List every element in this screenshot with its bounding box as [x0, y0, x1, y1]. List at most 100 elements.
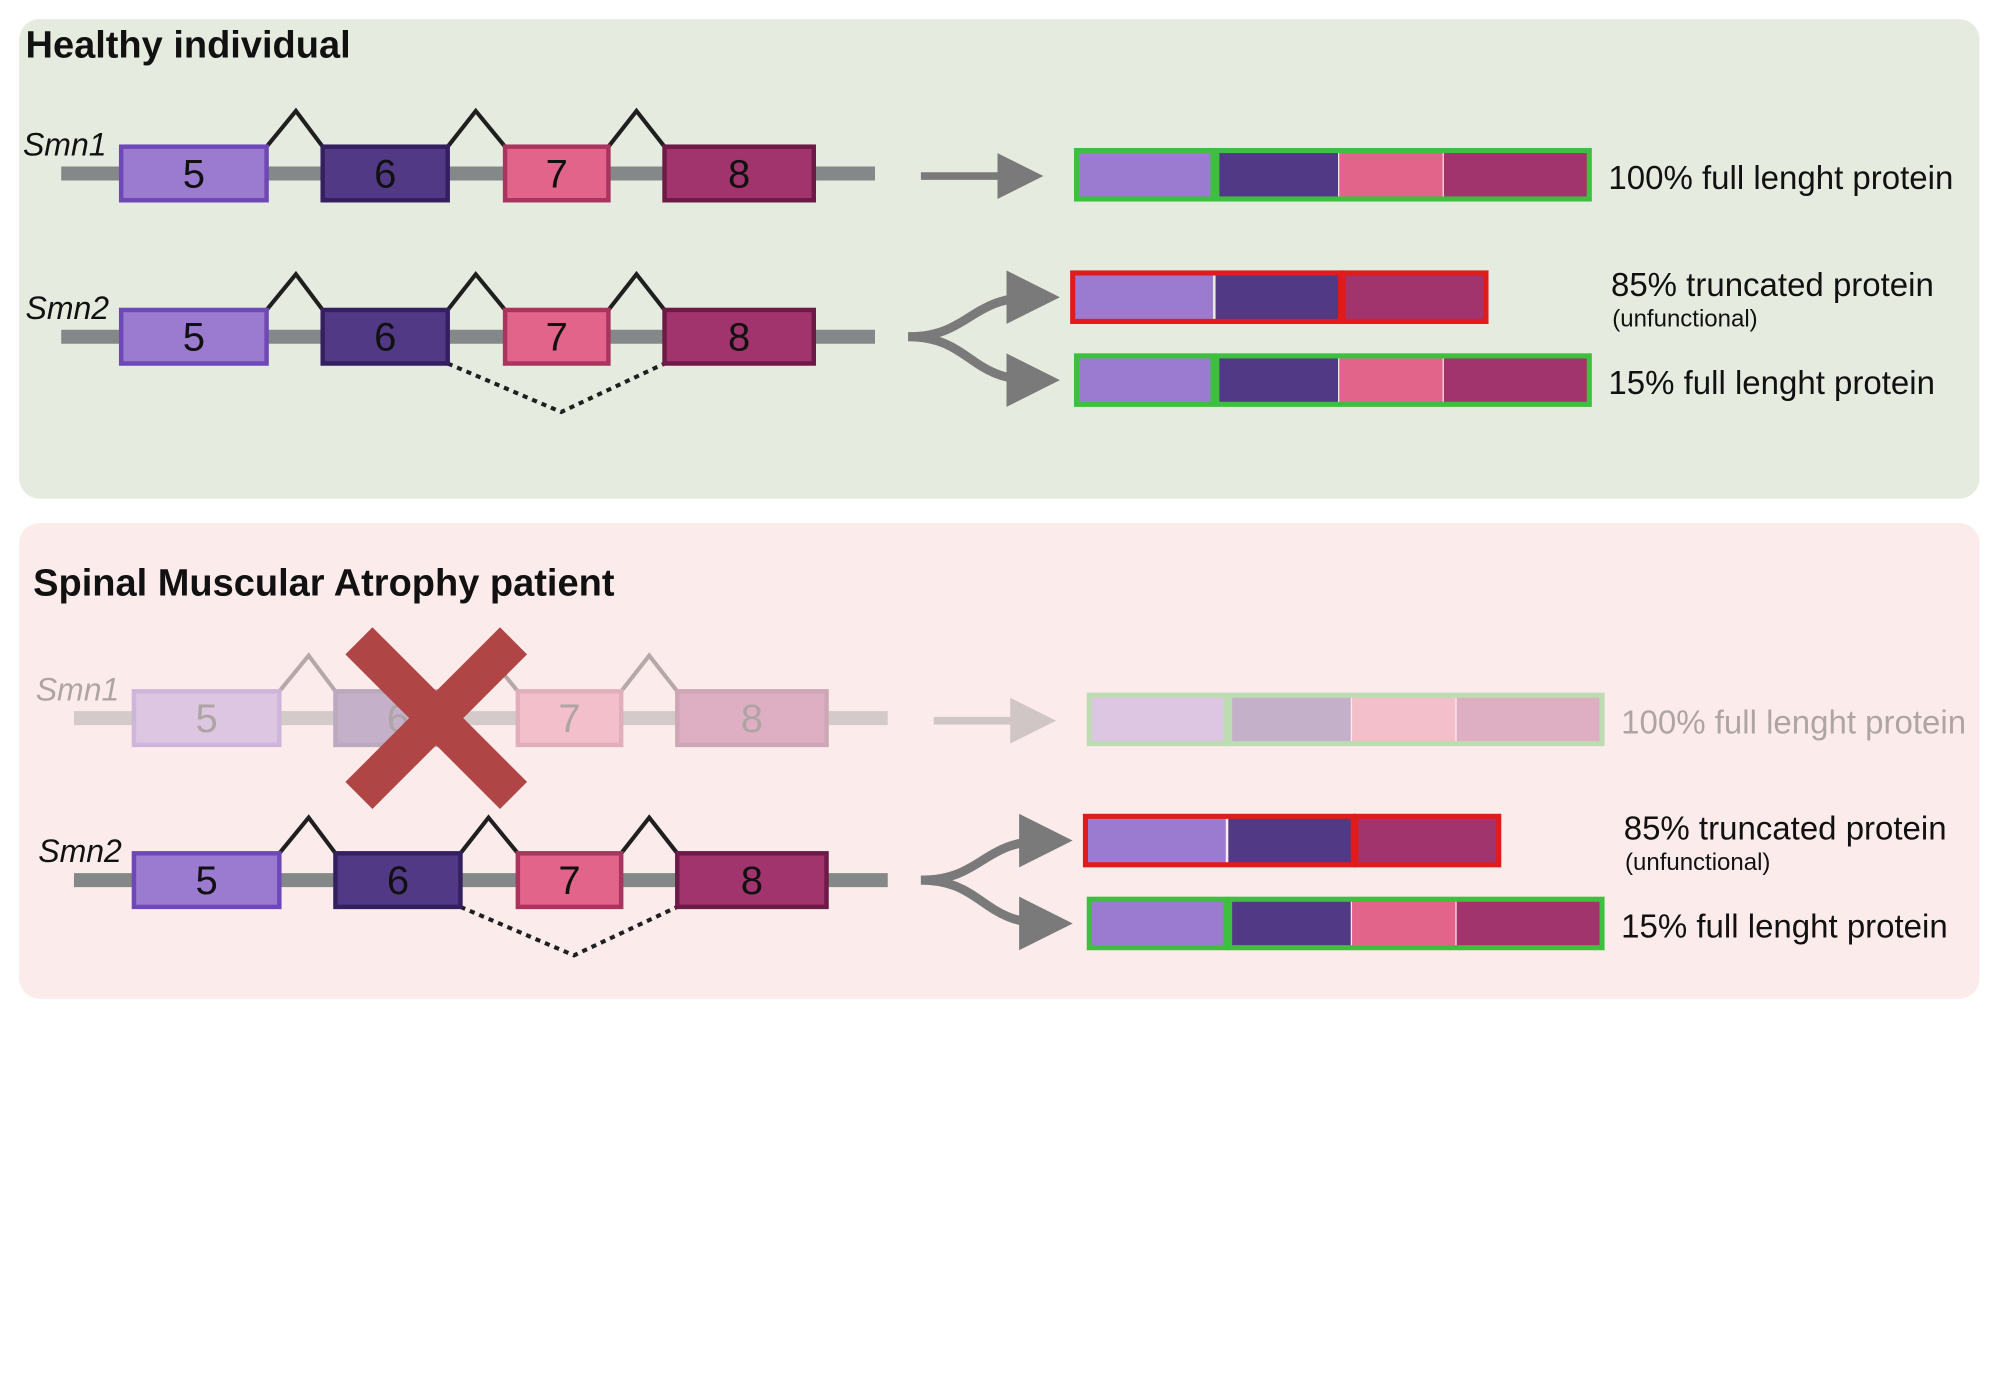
splice-junction	[277, 652, 338, 693]
exon7-skip-junction	[446, 361, 666, 415]
protein-border	[1214, 353, 1592, 407]
full-length-protein: 15% full lenght protein	[1086, 896, 1948, 951]
exon-8: 8	[662, 144, 817, 203]
protein-border	[1086, 896, 1229, 951]
exon-number: 5	[196, 697, 218, 741]
protein-segment-exon5	[1089, 899, 1226, 948]
protein-outcome-sublabel: (unfunctional)	[1612, 306, 1757, 333]
protein-segment-exon7	[1339, 355, 1443, 405]
panel-title: Healthy individual	[26, 24, 351, 66]
exon-6: 6	[333, 851, 463, 910]
exon7-skip-junction	[459, 905, 679, 958]
protein-segment-exon8	[1443, 150, 1590, 199]
panel-title: Spinal Muscular Atrophy patient	[33, 563, 615, 605]
protein-outcome-label: 15% full lenght protein	[1621, 908, 1948, 945]
panel-background	[19, 19, 1980, 499]
exon-5: 5	[118, 144, 269, 203]
protein-segment-exon5	[1089, 695, 1226, 744]
exon-6: 6	[320, 307, 450, 366]
protein-segment-exon6	[1229, 899, 1351, 948]
exon-7: 7	[515, 851, 624, 910]
splice-junction	[265, 107, 325, 148]
exon-number: 5	[183, 152, 205, 196]
exon-number: 8	[728, 316, 750, 360]
protein-segment-exon8	[1355, 816, 1499, 865]
protein-outcome-label: 85% truncated protein	[1624, 809, 1947, 846]
exon-number: 8	[741, 859, 763, 903]
protein-border	[1214, 147, 1592, 202]
protein-segment-exon6	[1216, 150, 1339, 199]
protein-segment-exon8	[1456, 899, 1603, 948]
truncated-protein: 85% truncated protein(unfunctional)	[1082, 809, 1947, 876]
truncated-protein: 85% truncated protein (unfunctional)	[1070, 266, 1934, 333]
exon-7: 7	[515, 689, 624, 748]
gene-row-smn2: Smn2 5 6 7 8 85% truncated protein (unfunction…	[26, 266, 1935, 415]
splice-junction	[446, 107, 507, 148]
exon-number: 8	[728, 152, 750, 196]
gene-row-smn1: Smn1 5 6 7 8 100% full lenght protein	[23, 107, 1953, 203]
exon-number: 5	[183, 316, 205, 360]
exon-5: 5	[131, 851, 282, 910]
protein-border	[1227, 692, 1605, 747]
exon-5: 5	[118, 307, 269, 366]
gene-label: Smn1	[36, 671, 120, 707]
gene-label: Smn2	[26, 290, 110, 326]
protein-segment-exon8	[1343, 272, 1486, 322]
protein-outcome-label: 100% full lenght protein	[1608, 159, 1953, 196]
protein-border	[1227, 896, 1605, 951]
exon-number: 8	[741, 697, 763, 741]
exon-number: 6	[374, 152, 396, 196]
protein-border	[1070, 270, 1344, 324]
splice-junction	[265, 270, 325, 312]
protein-segment-exon5	[1085, 816, 1226, 865]
exon-number: 7	[558, 859, 580, 903]
exon-7: 7	[502, 144, 611, 203]
protein-segment-exon7	[1352, 695, 1456, 744]
protein-border	[1073, 353, 1216, 407]
protein-outcome-label: 100% full lenght protein	[1621, 703, 1966, 740]
splice-junction	[619, 652, 679, 693]
splice-junction	[277, 814, 338, 855]
exon-number: 7	[546, 152, 568, 196]
full-length-protein: 15% full lenght protein	[1073, 353, 1935, 407]
splice-junction	[606, 270, 667, 312]
gene-row-smn2: Smn2 5 6 7 8 85% truncated protein(unfunction…	[38, 809, 1948, 958]
branch-arrow-full	[908, 332, 1060, 407]
full-length-protein: 100% full lenght protein	[1073, 147, 1953, 202]
protein-segment-exon5	[1072, 272, 1214, 322]
splice-junction	[619, 814, 679, 855]
protein-border	[1340, 270, 1489, 324]
exon-7: 7	[502, 307, 611, 366]
protein-segment-exon6	[1216, 355, 1339, 405]
exon-8: 8	[675, 851, 829, 910]
exon-number: 7	[558, 697, 580, 741]
protein-segment-exon6	[1228, 816, 1353, 865]
exon-5: 5	[131, 689, 282, 748]
gene-deletion-cross-icon	[345, 627, 528, 809]
protein-segment-exon6	[1229, 695, 1351, 744]
gene-label: Smn1	[23, 127, 107, 163]
protein-outcome-label: 15% full lenght protein	[1608, 364, 1935, 401]
protein-segment-exon7	[1339, 150, 1443, 199]
protein-segment-exon6	[1215, 272, 1340, 322]
full-length-protein: 100% full lenght protein	[1086, 692, 1966, 747]
protein-border	[1353, 813, 1502, 868]
splice-junction	[446, 270, 507, 312]
splice-junction	[606, 107, 667, 148]
branch-arrow-full	[920, 875, 1073, 951]
protein-segment-exon5	[1076, 355, 1214, 405]
exon-8: 8	[662, 307, 817, 366]
protein-border	[1073, 147, 1216, 202]
gene-label: Smn2	[38, 833, 122, 869]
exon-6: 6	[320, 144, 450, 203]
protein-segment-exon8	[1443, 355, 1590, 405]
exon-number: 5	[196, 859, 218, 903]
protein-outcome-label: 85% truncated protein	[1611, 266, 1934, 303]
protein-segment-exon5	[1076, 150, 1214, 199]
exon-8: 8	[675, 689, 829, 748]
exon-number: 6	[374, 316, 396, 360]
